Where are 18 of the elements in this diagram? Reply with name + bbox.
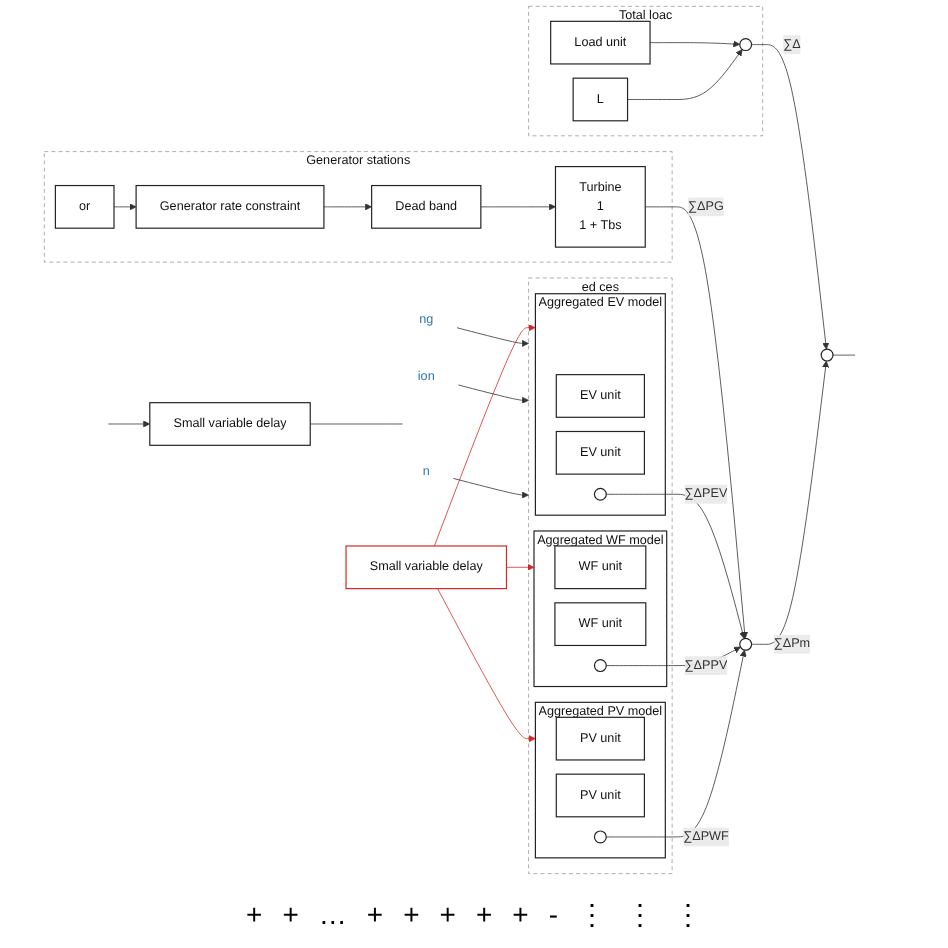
sign-label: + <box>475 898 493 930</box>
ellipsis-label: ⋮ <box>625 898 654 930</box>
sign-label: + <box>439 898 456 930</box>
sign-label: + <box>403 898 420 930</box>
node-circle <box>594 659 608 673</box>
ellipsis-label: … <box>318 898 347 930</box>
node-circle <box>739 38 753 52</box>
node-circle <box>821 348 835 362</box>
ellipsis-label: ⋮ <box>673 898 702 930</box>
node-circle <box>594 487 608 501</box>
sign-label: + <box>282 898 299 930</box>
node-circle <box>594 830 608 844</box>
sign-label: + <box>512 898 529 930</box>
sign-label: + <box>246 898 263 930</box>
sign-label: - <box>548 898 558 930</box>
node-circle <box>739 637 753 651</box>
ellipsis-label: ⋮ <box>577 898 606 930</box>
sign-label: + <box>366 898 384 930</box>
